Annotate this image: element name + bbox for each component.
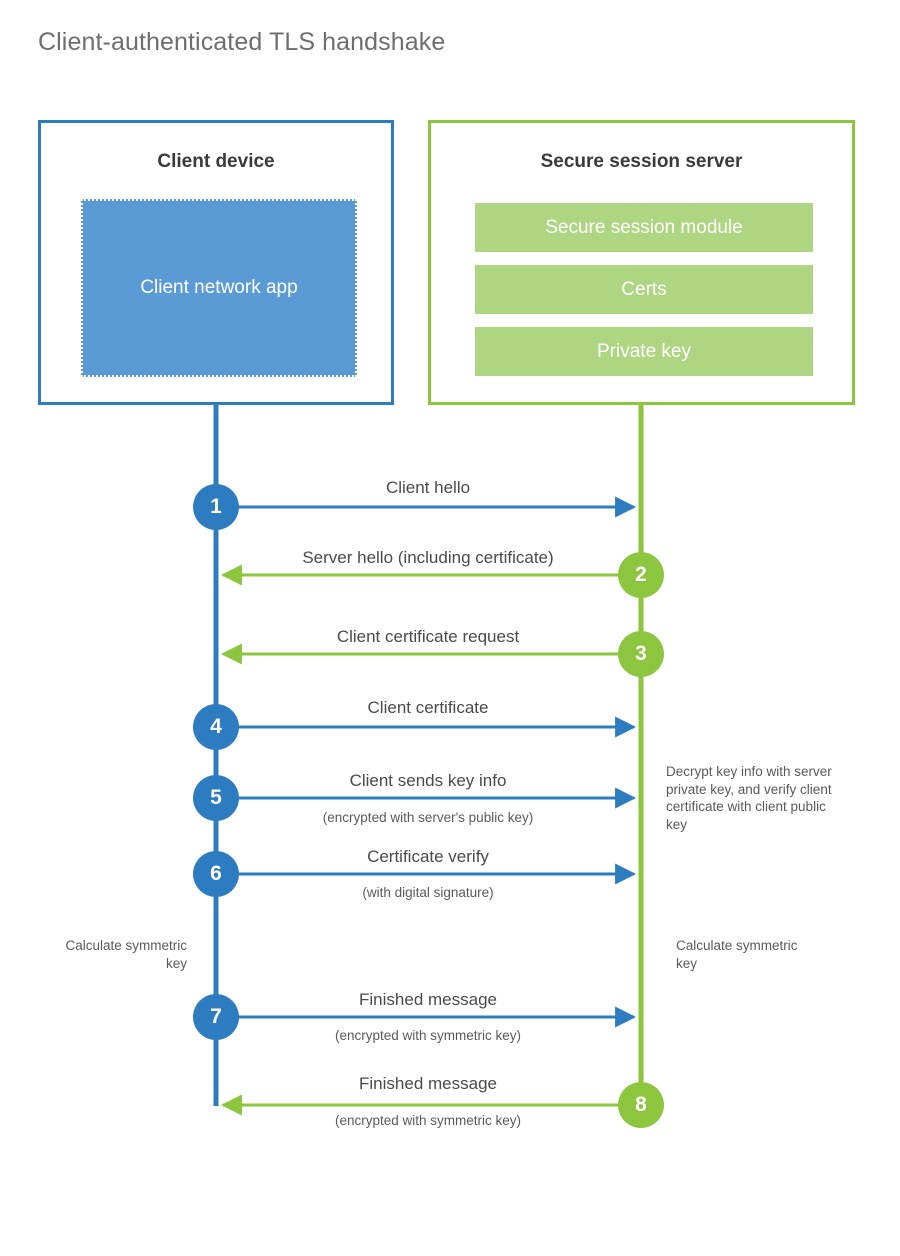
message-label-5: Client sends key info	[349, 771, 507, 790]
server-module-certs: Certs	[475, 265, 813, 314]
step-circle-2[interactable]: 2	[618, 552, 664, 598]
message-sublabel-8: (encrypted with symmetric key)	[334, 1113, 522, 1128]
message-sublabel-6: (with digital signature)	[362, 885, 494, 900]
server-module-secure-session-module: Secure session module	[475, 203, 813, 252]
page-title: Client-authenticated TLS handshake	[38, 28, 446, 56]
step-circle-7[interactable]: 7	[193, 994, 239, 1040]
client-network-app-block: Client network app	[81, 199, 357, 377]
step-circle-3[interactable]: 3	[618, 631, 664, 677]
step-circle-6[interactable]: 6	[193, 851, 239, 897]
step-circle-1[interactable]: 1	[193, 484, 239, 530]
server-decrypt-note: Decrypt key info with server private key…	[666, 764, 832, 832]
message-label-3: Client certificate request	[336, 627, 520, 646]
step-circle-5[interactable]: 5	[193, 775, 239, 821]
secure-session-server-title: Secure session server	[540, 151, 743, 172]
step-circle-8[interactable]: 8	[618, 1082, 664, 1128]
secure-session-server-box: Secure session server Secure session mod…	[428, 120, 855, 405]
client-device-box: Client device Client network app	[38, 120, 394, 405]
message-label-4: Client certificate	[367, 698, 489, 717]
client-device-title: Client device	[157, 151, 275, 172]
client-calculate-symmetric-key-note: Calculate symmetric key	[65, 938, 187, 971]
message-sublabel-5: (encrypted with server's public key)	[322, 810, 534, 825]
step-circle-4[interactable]: 4	[193, 704, 239, 750]
message-label-1: Client hello	[385, 478, 471, 497]
message-sublabel-7: (encrypted with symmetric key)	[334, 1028, 522, 1043]
message-label-6: Certificate verify	[367, 847, 489, 866]
message-label-2: Server hello (including certificate)	[302, 548, 554, 567]
message-label-8: Finished message	[359, 1074, 497, 1093]
server-module-private-key: Private key	[475, 327, 813, 376]
server-calculate-symmetric-key-note: Calculate symmetric key	[676, 938, 798, 971]
message-label-7: Finished message	[359, 990, 497, 1009]
